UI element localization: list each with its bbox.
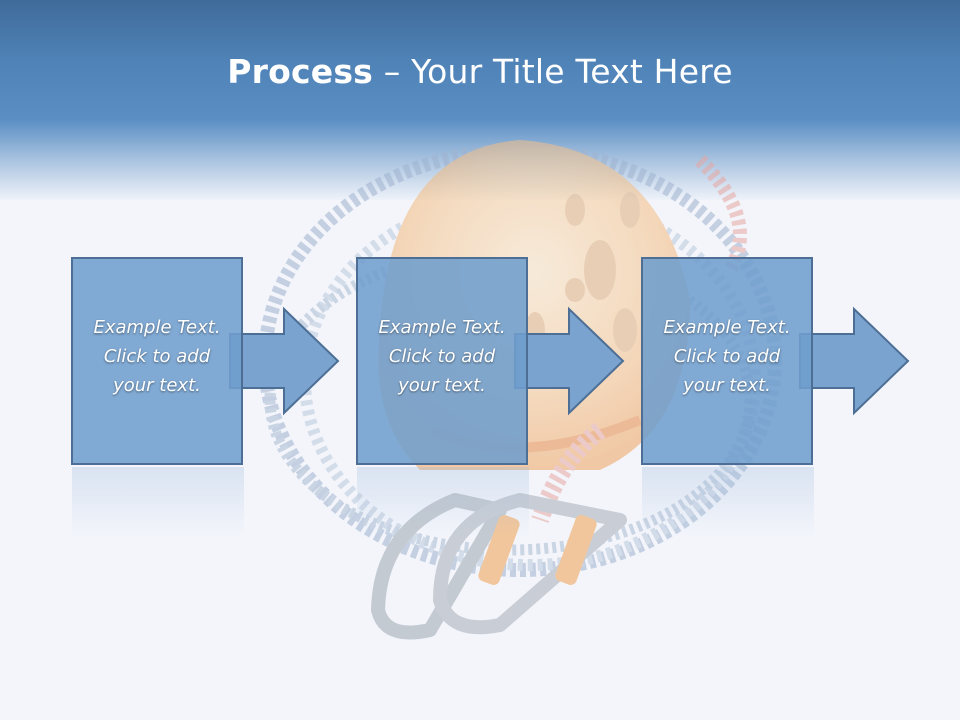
right-arrow-icon <box>799 306 910 416</box>
title-rest: – Your Title Text Here <box>373 52 733 91</box>
step-3-text: Example Text. Click to add your text. <box>663 316 791 396</box>
title-bold: Process <box>227 52 374 91</box>
step-reflection <box>642 467 814 537</box>
right-arrow-icon <box>229 306 340 416</box>
step-box-1[interactable]: Example Text. Click to add your text. <box>71 257 243 465</box>
step-reflection <box>72 467 244 537</box>
step-2-text: Example Text. Click to add your text. <box>378 316 506 396</box>
step-box-3[interactable]: Example Text. Click to add your text. <box>641 257 813 465</box>
step-box-2[interactable]: Example Text. Click to add your text. <box>356 257 528 465</box>
step-1-text: Example Text. Click to add your text. <box>93 316 221 396</box>
right-arrow-icon <box>514 306 625 416</box>
step-reflection <box>357 467 529 537</box>
slide-title[interactable]: Process – Your Title Text Here <box>0 52 960 91</box>
